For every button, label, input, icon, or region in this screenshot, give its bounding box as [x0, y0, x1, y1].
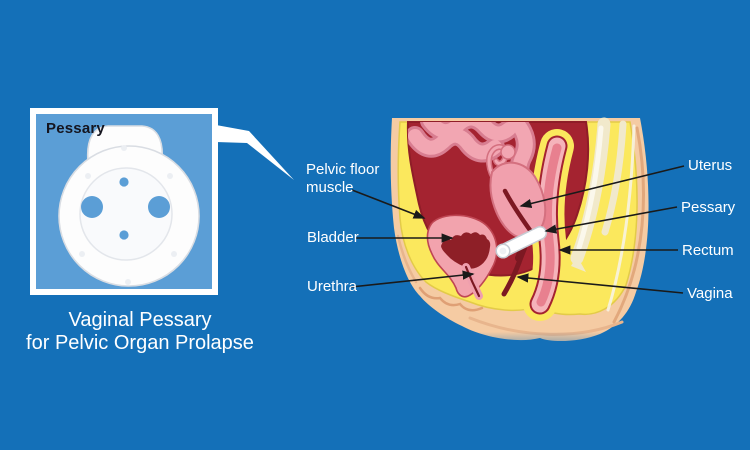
label-pelvic-floor-line2: muscle	[306, 179, 354, 196]
label-uterus: Uterus	[688, 157, 733, 174]
urethra	[462, 263, 483, 300]
caption: Vaginal Pessary for Pelvic Organ Prolaps…	[8, 309, 272, 355]
leader-urethra	[350, 270, 475, 288]
label-bladder: Bladder	[307, 229, 359, 246]
inset-title: Pessary	[46, 120, 105, 137]
leader-uterus	[519, 165, 685, 209]
label-rectum: Rectum	[682, 242, 734, 259]
pessary-in-situ	[495, 226, 547, 259]
pessary-ring-bumps	[79, 145, 177, 285]
rectum	[523, 129, 574, 321]
pessary-device-illustration	[58, 125, 200, 287]
leader-vagina	[516, 273, 684, 294]
perineum-contour	[418, 286, 484, 312]
label-pelvic-floor-line1: Pelvic floor	[306, 161, 380, 178]
vagina-canal	[501, 244, 527, 297]
leader-pessary	[544, 206, 678, 234]
leader-lines	[350, 165, 685, 294]
pessary-membrane	[79, 167, 173, 261]
leader-pelvic-floor	[351, 189, 426, 219]
callout-wedge	[216, 125, 294, 180]
pessary-holes	[81, 177, 170, 240]
label-urethra: Urethra	[307, 278, 358, 295]
caption-line1: Vaginal Pessary	[68, 309, 212, 331]
skin-shading	[396, 126, 645, 336]
caption-line2: for Pelvic Organ Prolapse	[26, 332, 254, 354]
label-pessary: Pessary	[681, 199, 736, 216]
label-pelvic-floor-muscle: Pelvic floor muscle	[306, 161, 379, 197]
fallopian-tube	[486, 144, 516, 186]
label-vagina: Vagina	[687, 285, 733, 302]
pessary-inset-box: Pessary	[30, 108, 218, 295]
